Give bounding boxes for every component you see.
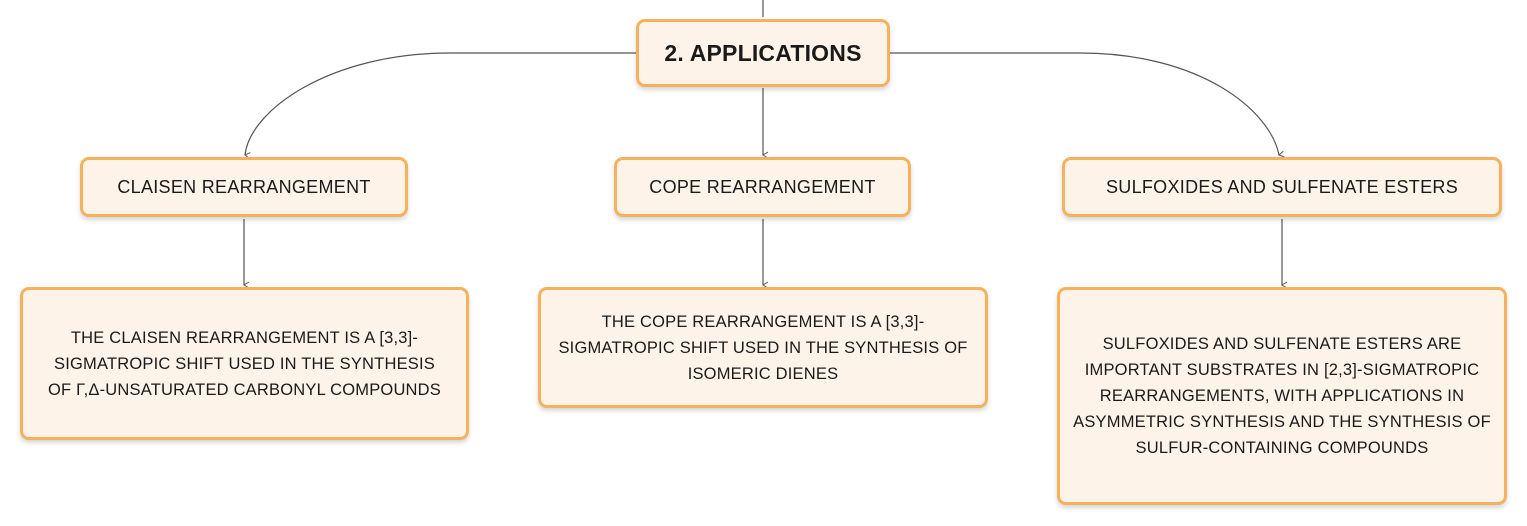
branch-node-cope[interactable]: COPE REARRANGEMENT bbox=[614, 157, 911, 217]
branch-node-label: COPE REARRANGEMENT bbox=[649, 176, 876, 197]
connector-root-to-claisen bbox=[244, 52, 636, 159]
branch-node-label: SULFOXIDES AND SULFENATE ESTERS bbox=[1105, 176, 1459, 197]
detail-node-claisen[interactable]: THE CLAISEN REARRANGEMENT IS A [3,3]-SIG… bbox=[20, 287, 469, 440]
root-node-label: 2. APPLICATIONS bbox=[664, 39, 862, 66]
root-node[interactable]: 2. APPLICATIONS bbox=[636, 19, 890, 87]
detail-node-text: SULFOXIDES AND SULFENATE ESTERS ARE IMPO… bbox=[1073, 335, 1491, 457]
connector-root-to-sulfoxides bbox=[890, 52, 1285, 158]
branch-node-sulfoxides[interactable]: SULFOXIDES AND SULFENATE ESTERS bbox=[1062, 157, 1502, 217]
detail-node-sulfoxides[interactable]: SULFOXIDES AND SULFENATE ESTERS ARE IMPO… bbox=[1057, 287, 1507, 505]
detail-node-cope[interactable]: THE COPE REARRANGEMENT IS A [3,3]-SIGMAT… bbox=[538, 287, 988, 408]
branch-node-claisen[interactable]: CLAISEN REARRANGEMENT bbox=[80, 157, 408, 217]
branch-node-label: CLAISEN REARRANGEMENT bbox=[117, 176, 371, 197]
detail-node-text: THE CLAISEN REARRANGEMENT IS A [3,3]-SIG… bbox=[48, 328, 441, 399]
detail-node-text: THE COPE REARRANGEMENT IS A [3,3]-SIGMAT… bbox=[558, 312, 968, 383]
